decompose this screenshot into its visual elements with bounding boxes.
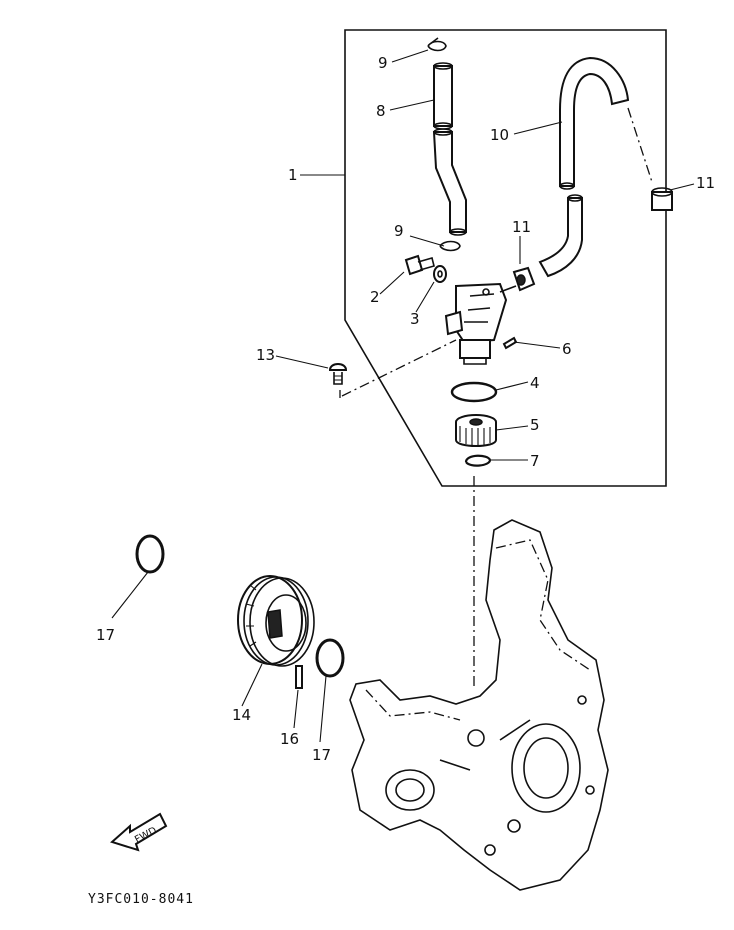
forward-arrow-icon: FWD xyxy=(110,812,168,852)
callout-4: 4 xyxy=(530,374,540,392)
snap-ring-right xyxy=(315,638,345,678)
hose-centerline xyxy=(627,107,653,183)
leader-lines xyxy=(111,49,695,743)
snap-ring-left xyxy=(135,534,165,574)
callout-16: 16 xyxy=(280,730,299,748)
washer xyxy=(433,265,447,283)
callout-9-top: 9 xyxy=(378,54,388,72)
bolt xyxy=(404,254,435,276)
hose-curved xyxy=(432,128,467,236)
crankcase-cover xyxy=(349,519,609,891)
o-ring xyxy=(450,381,498,403)
callout-14: 14 xyxy=(232,706,251,724)
callout-2: 2 xyxy=(370,288,380,306)
callout-11-right: 11 xyxy=(696,174,715,192)
callout-17-right: 17 xyxy=(312,746,331,764)
hose-short xyxy=(433,62,453,130)
callout-17-left: 17 xyxy=(96,626,115,644)
callout-1: 1 xyxy=(288,166,298,184)
hose-clamp-lower xyxy=(439,240,461,252)
pump-body xyxy=(444,282,517,365)
screw-leader-dash xyxy=(339,339,457,398)
hose-clamp-upper xyxy=(427,37,447,52)
callout-11-center: 11 xyxy=(512,218,531,236)
callout-3: 3 xyxy=(410,310,420,328)
callout-5: 5 xyxy=(530,416,540,434)
pulley xyxy=(237,575,315,667)
cap-center xyxy=(512,266,536,292)
callout-6: 6 xyxy=(562,340,572,358)
pump-gear xyxy=(455,414,497,447)
drawing-code: Y3FC010-8041 xyxy=(88,892,194,907)
callout-9-lower: 9 xyxy=(394,222,404,240)
callout-7: 7 xyxy=(530,452,540,470)
breather-hose xyxy=(538,56,630,278)
callout-13: 13 xyxy=(256,346,275,364)
pulley-pin xyxy=(295,665,303,689)
dowel-pin xyxy=(502,336,518,350)
cap-right xyxy=(651,187,673,211)
circlip xyxy=(464,454,492,467)
assembly-outline xyxy=(344,29,667,487)
callout-8: 8 xyxy=(376,102,386,120)
callout-10: 10 xyxy=(490,126,509,144)
screw xyxy=(328,363,348,385)
